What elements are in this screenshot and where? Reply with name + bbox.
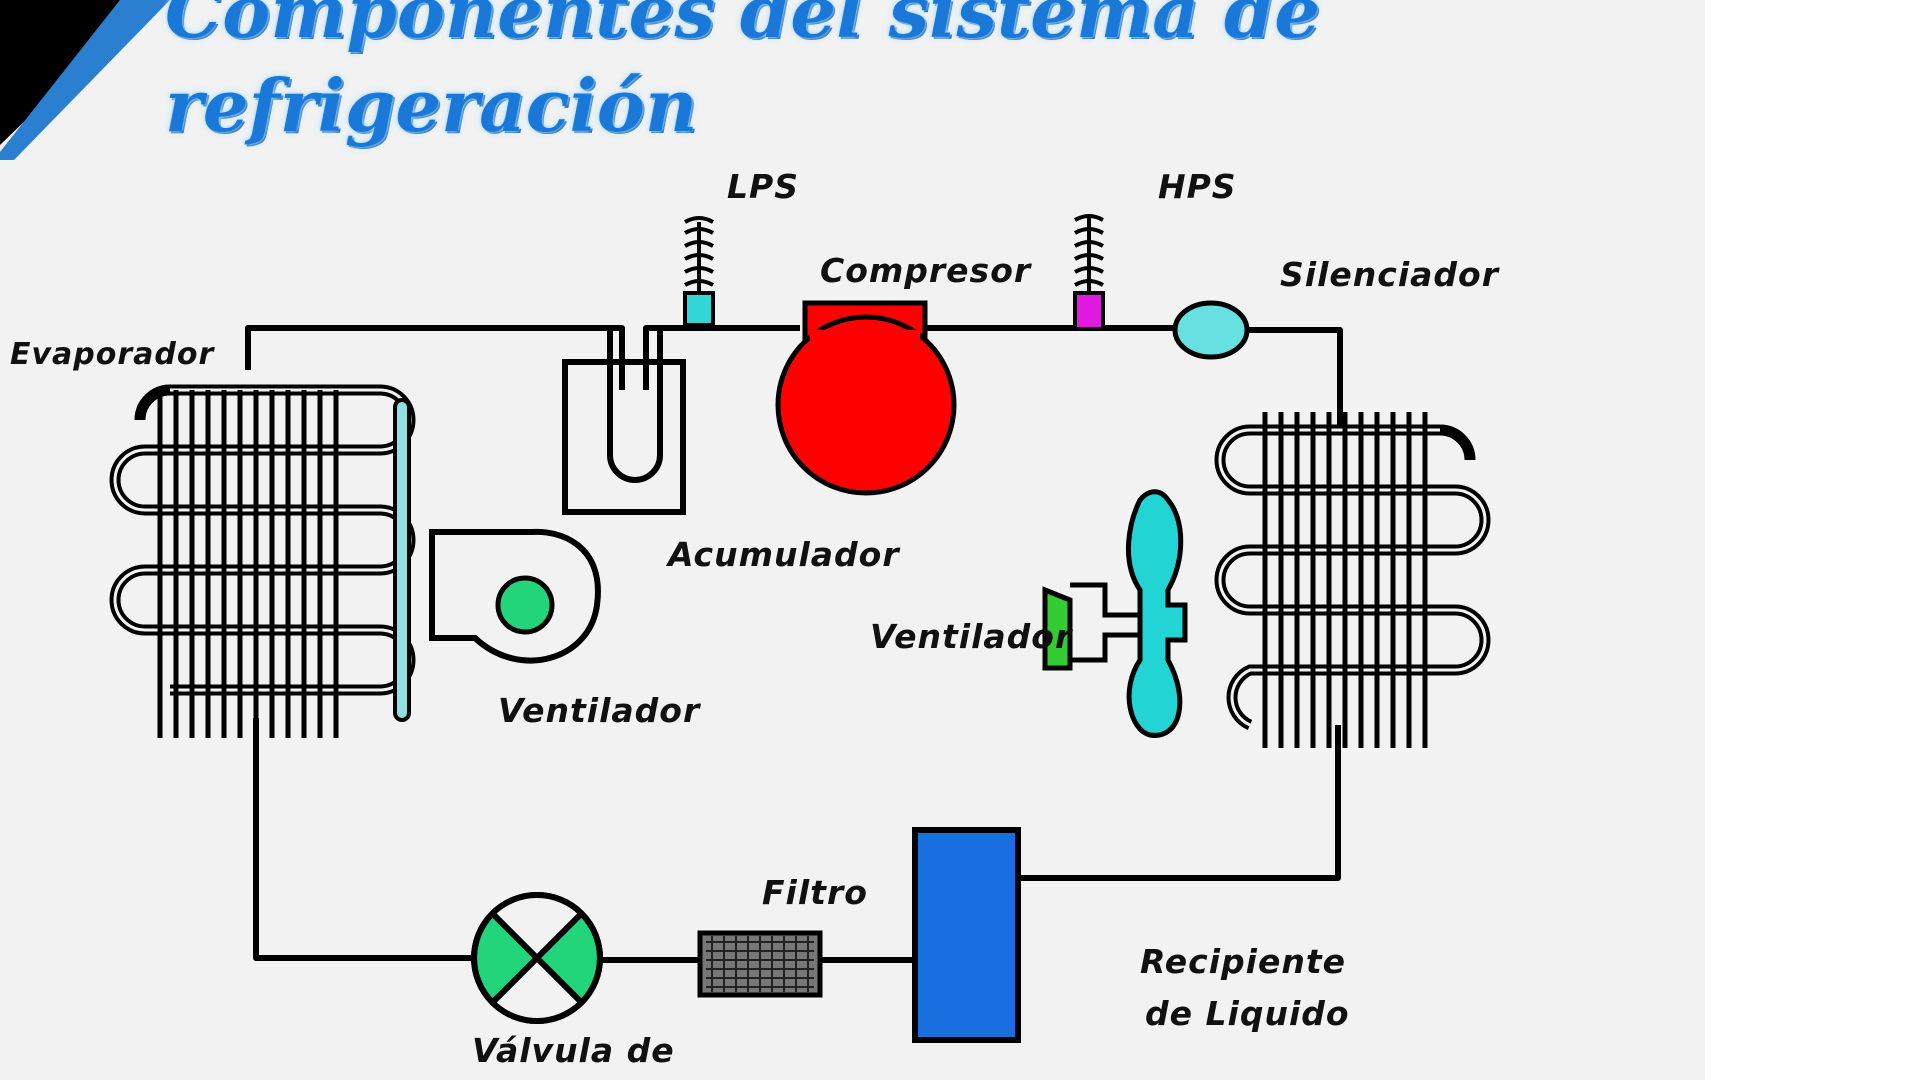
label-ventilador-condensador: Ventilador — [870, 617, 1073, 656]
hps-pressure-switch — [1073, 214, 1105, 331]
evaporator-fan — [393, 398, 601, 722]
expansion-line — [253, 718, 474, 961]
label-evaporador: Evaporador — [10, 337, 215, 372]
condenser-outlet-pipe — [1018, 725, 1341, 881]
label-ventilador-evaporador: Ventilador — [498, 691, 701, 730]
slide-title-line-1: Componentes del sistema de — [165, 0, 1321, 54]
lps-pressure-switch — [683, 216, 715, 327]
condenser-fan — [1042, 489, 1188, 738]
label-silenciador: Silenciador — [1280, 255, 1499, 294]
expansion-valve — [471, 892, 603, 1024]
slide-title-line-2: refrigeración — [165, 63, 698, 148]
muffler — [1172, 300, 1250, 360]
label-acumulador: Acumulador — [668, 535, 900, 574]
condenser — [1214, 412, 1491, 748]
corner-decoration — [0, 0, 170, 160]
liquid-receiver — [912, 827, 1021, 1043]
evaporator — [109, 384, 416, 738]
accumulator — [562, 330, 686, 515]
label-recipiente-line-1: Recipiente — [1140, 942, 1346, 981]
label-lps: LPS — [727, 167, 799, 206]
discharge-pipe-to-condenser — [1246, 327, 1343, 430]
suction-pipe-to-compressor — [643, 325, 800, 390]
label-compresor: Compresor — [820, 251, 1032, 290]
label-valvula: Válvula de — [472, 1031, 675, 1070]
label-hps: HPS — [1158, 167, 1237, 206]
label-recipiente-line-2: de Liquido — [1145, 994, 1350, 1033]
compressor — [775, 300, 957, 496]
right-margin-band — [1705, 0, 1920, 1080]
filter-drier — [697, 930, 823, 998]
label-filtro: Filtro — [762, 873, 868, 912]
